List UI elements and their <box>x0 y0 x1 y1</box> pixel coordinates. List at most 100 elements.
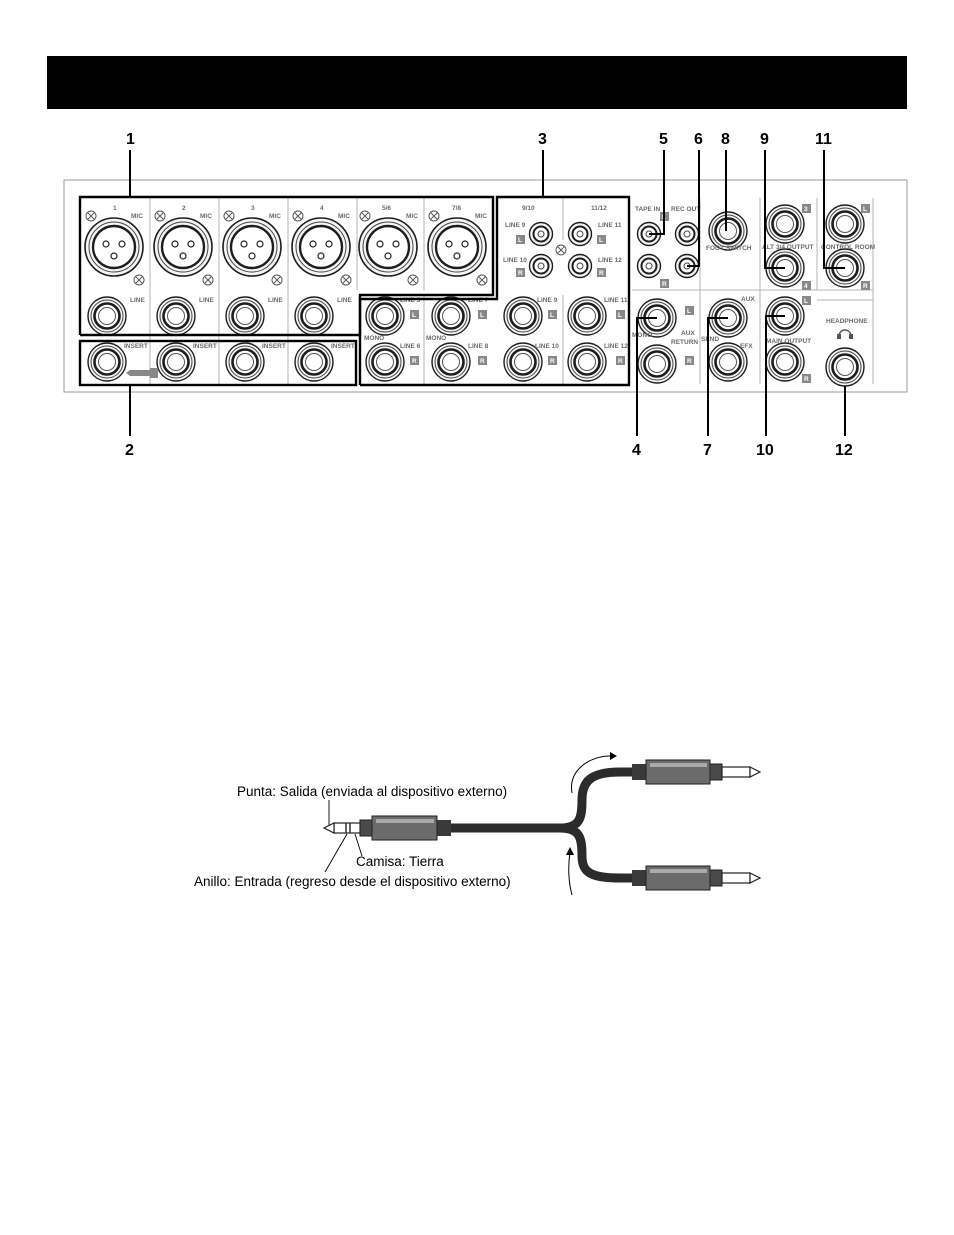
callout-3: 3 <box>538 131 547 148</box>
aux-send-aux-label: AUX <box>741 296 755 303</box>
aux-return-aux-label: AUX <box>681 330 695 337</box>
line-9-label: LINE 9 <box>537 297 558 304</box>
line-label: LINE <box>268 297 283 304</box>
callout-8: 8 <box>721 131 730 148</box>
headphone-label: HEADPHONE <box>826 318 868 325</box>
callout-12: 12 <box>835 442 853 459</box>
badge-l: L <box>618 312 622 319</box>
rca-inputs: 9/10 11/12 LINE 9 LINE 10 LINE 11 LINE 1… <box>503 205 622 279</box>
mic-channel-label: 2 <box>182 205 186 212</box>
aux-return-section: MONO AUX RETURN L R <box>632 297 698 385</box>
tip-label: Punta: Salida (enviada al dispositivo ex… <box>237 784 507 799</box>
alt-output-section: ALT 3/4 OUTPUT 3 4 <box>762 203 814 290</box>
ts-plug-top <box>632 759 762 785</box>
badge-l: L <box>550 312 554 319</box>
badge-l: L <box>804 298 808 305</box>
badge-r: R <box>480 358 485 365</box>
ring-label: Anillo: Entrada (regreso desde el dispos… <box>194 874 511 889</box>
mic-labels: 1 2 3 4 5/6 7/8 MIC MIC MIC MIC MIC MIC <box>113 205 487 220</box>
cable-branch-bottom <box>450 823 640 883</box>
callout-11: 11 <box>815 131 832 148</box>
insert-cable-diagram: Punta: Salida (enviada al dispositivo ex… <box>194 752 762 896</box>
foot-switch: FOOT SWITCH <box>706 210 752 252</box>
ts-plug-bottom <box>632 865 762 891</box>
send-label: SEND <box>701 336 719 343</box>
badge-l: L <box>687 308 691 315</box>
badge-r: R <box>662 281 667 288</box>
control-room-section: CONTROL ROOM L R <box>821 203 875 290</box>
callout-10: 10 <box>756 442 774 459</box>
header-bar <box>47 56 907 109</box>
mic-channel-label: 5/6 <box>382 205 391 212</box>
control-room-label: CONTROL ROOM <box>821 244 875 251</box>
foot-switch-label: FOOT SWITCH <box>706 245 752 252</box>
mic-label: MIC <box>475 213 487 220</box>
rca-line-10-label: LINE 10 <box>503 257 527 264</box>
rca-group-title: 9/10 <box>522 205 535 212</box>
callout-7: 7 <box>703 442 712 459</box>
rec-out-label: REC OUT <box>671 206 700 213</box>
line-6-label: LINE 6 <box>400 343 421 350</box>
section-outlines <box>78 195 631 387</box>
line-label: LINE <box>337 297 352 304</box>
mono-label: MONO <box>364 335 384 342</box>
mic-channel-label: 3 <box>251 205 255 212</box>
callout-2: 2 <box>125 442 134 459</box>
alt-output-label: ALT 3/4 OUTPUT <box>762 244 814 251</box>
panel-dividers <box>149 198 874 384</box>
leader-lines <box>129 150 846 436</box>
callout-5: 5 <box>659 131 668 148</box>
rca-group-title: 11/12 <box>591 205 607 212</box>
tape-in-label: TAPE IN <box>635 206 660 213</box>
rca-line-11-label: LINE 11 <box>598 222 622 229</box>
trs-plug <box>322 815 451 841</box>
line-10-label: LINE 10 <box>535 343 559 350</box>
aux-send-section: AUX SEND EFX <box>701 296 755 383</box>
sleeve-label: Camisa: Tierra <box>356 854 444 869</box>
badge-l: L <box>412 312 416 319</box>
badge-r: R <box>412 358 417 365</box>
insert-jacks: INSERT INSERT INSERT INSERT <box>86 341 355 383</box>
callout-4: 4 <box>632 442 641 459</box>
line-11-label: LINE 11 <box>604 297 628 304</box>
efx-label: EFX <box>740 343 753 350</box>
stereo-line-inputs: LINE 5 LINE 6 LINE 7 LINE 8 LINE 9 LINE … <box>364 295 628 383</box>
callout-1: 1 <box>126 131 135 148</box>
mic-channel-label: 4 <box>320 205 324 212</box>
mic-channel-label: 1 <box>113 205 117 212</box>
insert-label: INSERT <box>124 343 148 350</box>
insert-label: INSERT <box>262 343 286 350</box>
badge-l: L <box>599 237 603 244</box>
lr-badges: L R L R L R L R <box>410 310 625 365</box>
aux-return-return-label: RETURN <box>671 339 698 346</box>
badge-r: R <box>804 376 809 383</box>
cable-branch-top <box>450 767 640 833</box>
mono-label: MONO <box>426 335 446 342</box>
line-label: LINE <box>199 297 214 304</box>
badge-r: R <box>863 283 868 290</box>
insert-label: INSERT <box>331 343 355 350</box>
callout-6: 6 <box>694 131 703 148</box>
badge-r: R <box>618 358 623 365</box>
rca-line-9-label: LINE 9 <box>505 222 526 229</box>
mono-label: MONO <box>632 332 652 339</box>
mic-label: MIC <box>406 213 418 220</box>
line-12-label: LINE 12 <box>604 343 628 350</box>
line-7-label: LINE 7 <box>468 297 489 304</box>
trs-symbol-icon <box>126 368 158 378</box>
badge-l: L <box>518 237 522 244</box>
badge-3: 3 <box>804 206 808 213</box>
rca-line-12-label: LINE 12 <box>598 257 622 264</box>
line-5-label: LINE 5 <box>400 297 421 304</box>
insert-label: INSERT <box>193 343 217 350</box>
mic-label: MIC <box>131 213 143 220</box>
headphone-icon <box>837 329 853 339</box>
main-output-label: MAIN OUTPUT <box>766 338 811 345</box>
badge-4: 4 <box>804 283 808 290</box>
line-label: LINE <box>130 297 145 304</box>
badge-r: R <box>599 270 604 277</box>
badge-l: L <box>863 206 867 213</box>
badge-r: R <box>518 270 523 277</box>
badge-r: R <box>687 358 692 365</box>
